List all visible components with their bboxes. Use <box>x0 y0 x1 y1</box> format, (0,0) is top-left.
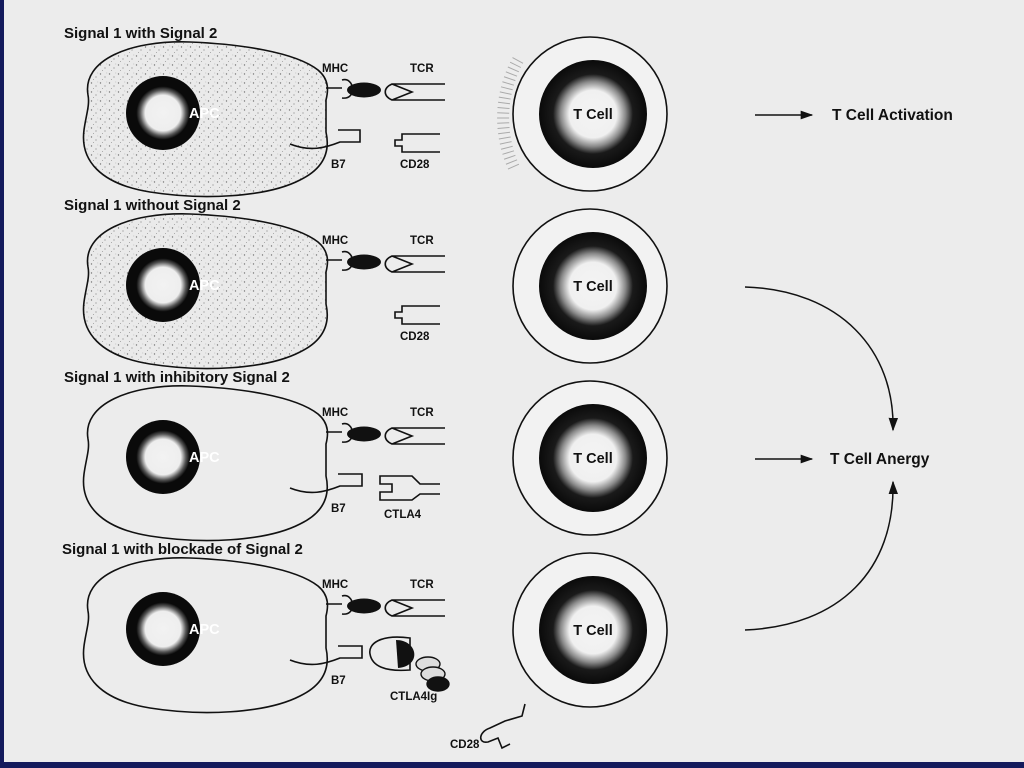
antigen-peptide <box>347 82 381 98</box>
apc-label: APC <box>189 106 220 122</box>
apc-nucleus <box>126 420 200 494</box>
panel-title: Signal 1 with Signal 2 <box>64 25 217 42</box>
mhc-label: MHC <box>322 63 348 75</box>
free-cd28-label: CD28 <box>450 739 480 751</box>
antigen-peptide <box>347 426 381 442</box>
apc-label: APC <box>189 622 220 638</box>
ig-domain <box>426 676 450 692</box>
cd28-label: CD28 <box>400 159 430 171</box>
tcr-label: TCR <box>410 235 434 247</box>
panel-signal1-with-blockade-of-signal2: Signal 1 with blockade of Signal 2 APC T… <box>62 541 668 751</box>
slide-bottom-bar <box>0 762 1024 768</box>
antigen-peptide <box>347 598 381 614</box>
arrow-panel2-to-anergy <box>744 286 899 432</box>
tcell-label: T Cell <box>573 107 612 123</box>
cd28-molecule <box>394 305 440 325</box>
tcr-receptor <box>384 599 445 617</box>
b7-molecule <box>289 129 361 150</box>
panel-signal1-without-signal2: Signal 1 without Signal 2 APC T Cell MHC… <box>64 197 668 370</box>
cd28-label: CD28 <box>400 331 430 343</box>
mhc-label: MHC <box>322 579 348 591</box>
tcell-nucleus <box>539 60 647 168</box>
tcr-label: TCR <box>410 63 434 75</box>
tcell-nucleus <box>539 232 647 340</box>
b7-molecule <box>289 473 363 494</box>
tcr-receptor <box>384 255 445 273</box>
free-cd28-molecule <box>479 703 526 750</box>
b7-label: B7 <box>331 159 346 171</box>
apc-label: APC <box>189 450 220 466</box>
apc-nucleus <box>126 592 200 666</box>
tcr-receptor <box>384 83 445 101</box>
b7-label: B7 <box>331 675 346 687</box>
cd28-molecule <box>394 133 440 153</box>
b7-molecule <box>289 645 363 666</box>
tcell-nucleus <box>539 404 647 512</box>
panel-signal1-with-inhibitory-signal2: Signal 1 with inhibitory Signal 2 APC T … <box>64 369 930 542</box>
tcr-receptor <box>384 427 445 445</box>
panel-title: Signal 1 with blockade of Signal 2 <box>62 541 303 558</box>
apc-nucleus <box>126 248 200 322</box>
tcell-nucleus <box>539 576 647 684</box>
tcr-label: TCR <box>410 579 434 591</box>
panel-title: Signal 1 without Signal 2 <box>64 197 241 214</box>
apc-nucleus <box>126 76 200 150</box>
mhc-label: MHC <box>322 407 348 419</box>
outcome-anergy: T Cell Anergy <box>830 451 930 468</box>
panel-title: Signal 1 with inhibitory Signal 2 <box>64 369 290 386</box>
tcell-label: T Cell <box>573 279 612 295</box>
tcell-label: T Cell <box>573 451 612 467</box>
ctla4-molecule <box>379 475 440 501</box>
tcell-label: T Cell <box>573 623 612 639</box>
arrow-panel4-to-anergy <box>744 480 898 631</box>
tcr-label: TCR <box>410 407 434 419</box>
b7-label: B7 <box>331 503 346 515</box>
antigen-peptide <box>347 254 381 270</box>
ctla4-label: CTLA4 <box>384 509 422 521</box>
outcome-activation: T Cell Activation <box>832 107 953 124</box>
panel-signal1-with-signal2: Signal 1 with Signal 2 APC T Cell MHC TC… <box>64 25 953 198</box>
mhc-label: MHC <box>322 235 348 247</box>
ctla4ig-dark-half <box>396 640 415 668</box>
apc-label: APC <box>189 278 220 294</box>
ctla4ig-label: CTLA4Ig <box>390 691 437 703</box>
